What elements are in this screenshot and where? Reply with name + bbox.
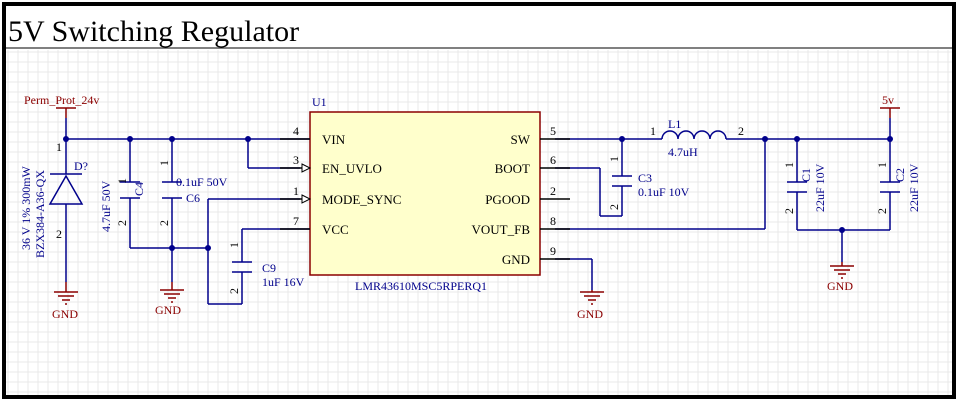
pin-num-vin: 4 bbox=[293, 124, 299, 138]
capacitor-c4[interactable]: 1 2 C4 4.7uF 50V bbox=[99, 172, 146, 232]
l1-pin1: 1 bbox=[650, 124, 656, 138]
pin-name-boot: BOOT bbox=[495, 161, 530, 176]
pin-num-boot: 6 bbox=[550, 153, 556, 167]
capacitor-c1[interactable]: 1 2 C1 22uF 10V bbox=[782, 162, 827, 214]
c4-designator: C4 bbox=[132, 182, 146, 196]
c6-value: 0.1uF 50V bbox=[176, 175, 228, 189]
power-output-label: 5v bbox=[882, 93, 894, 107]
gnd-label-input-caps: GND bbox=[155, 303, 181, 317]
gnd-label-ic: GND bbox=[577, 307, 603, 321]
ic-u1[interactable]: U1 LMR43610MSC5RPERQ1 4 VIN 3 EN_UVLO 1 … bbox=[280, 95, 570, 293]
c2-designator: C2 bbox=[893, 168, 907, 182]
c2-pin2: 2 bbox=[875, 208, 889, 214]
pin-name-vin: VIN bbox=[322, 132, 346, 147]
pin-num-pgood: 2 bbox=[550, 184, 556, 198]
c3-designator: C3 bbox=[638, 171, 652, 185]
pin-name-vcc: VCC bbox=[322, 222, 349, 237]
gnd-label-diode: GND bbox=[52, 307, 78, 321]
c6-pin2: 2 bbox=[157, 220, 171, 226]
c3-pin2: 2 bbox=[607, 204, 621, 210]
pin-num-vout-fb: 8 bbox=[550, 214, 556, 228]
ground-symbol-ic: GND bbox=[577, 290, 604, 321]
pin-name-mode-sync: MODE_SYNC bbox=[322, 192, 401, 207]
pin-name-en-uvlo: EN_UVLO bbox=[322, 161, 382, 176]
pin-name-pgood: PGOOD bbox=[485, 192, 530, 207]
capacitor-c6[interactable]: 1 2 C6 0.1uF 50V bbox=[157, 160, 228, 226]
c1-value: 22uF 10V bbox=[813, 163, 827, 212]
power-input-label: Perm_Prot_24v bbox=[24, 93, 99, 107]
sheet-border bbox=[2, 2, 956, 399]
c9-value: 1uF 16V bbox=[262, 275, 305, 289]
c6-pin1: 1 bbox=[157, 160, 171, 166]
inductor-l1[interactable]: L1 4.7uH 1 2 bbox=[650, 117, 744, 159]
pin-num-en-uvlo: 3 bbox=[293, 153, 299, 167]
l1-value: 4.7uH bbox=[668, 145, 698, 159]
c2-value: 22uF 10V bbox=[907, 163, 921, 212]
background-grid bbox=[6, 50, 952, 395]
pin-name-sw: SW bbox=[511, 132, 531, 147]
ic-part-number: LMR43610MSC5RPERQ1 bbox=[355, 279, 487, 293]
c9-designator: C9 bbox=[262, 261, 276, 275]
c4-pin1: 1 bbox=[115, 178, 129, 184]
c6-designator: C6 bbox=[186, 191, 200, 205]
l1-designator: L1 bbox=[668, 117, 681, 131]
diode-pin-bottom: 2 bbox=[56, 227, 62, 241]
zener-diode[interactable]: D? 1 2 36 V 1% 300mW BZX384-A36-QX bbox=[19, 140, 88, 258]
capacitor-c3[interactable]: 1 2 C3 0.1uF 10V bbox=[607, 156, 690, 210]
power-port-input[interactable]: Perm_Prot_24v bbox=[24, 93, 99, 118]
c4-pin2: 2 bbox=[115, 220, 129, 226]
diode-part: BZX384-A36-QX bbox=[33, 170, 47, 258]
c1-designator: C1 bbox=[799, 168, 813, 182]
c9-pin2: 2 bbox=[227, 288, 241, 294]
pin-num-mode-sync: 1 bbox=[293, 184, 299, 198]
c2-pin1: 1 bbox=[875, 162, 889, 168]
junctions bbox=[63, 136, 893, 251]
capacitor-c2[interactable]: 1 2 C2 22uF 10V bbox=[875, 162, 921, 214]
c1-pin2: 2 bbox=[782, 208, 796, 214]
pin-num-vcc: 7 bbox=[293, 214, 299, 228]
c1-pin1: 1 bbox=[782, 162, 796, 168]
capacitor-c9[interactable]: 1 2 C9 1uF 16V bbox=[227, 242, 305, 294]
ic-designator: U1 bbox=[312, 95, 327, 109]
ground-symbol-input-caps: GND bbox=[155, 282, 184, 317]
c9-pin1: 1 bbox=[227, 242, 241, 248]
c3-value: 0.1uF 10V bbox=[638, 185, 690, 199]
pin-name-gnd: GND bbox=[502, 252, 530, 267]
ground-symbol-diode: GND bbox=[52, 282, 78, 321]
c3-pin1: 1 bbox=[607, 156, 621, 162]
sheet-title: 5V Switching Regulator bbox=[8, 15, 299, 48]
ground-symbol-output-caps: GND bbox=[827, 262, 854, 293]
power-port-output[interactable]: 5v bbox=[880, 93, 900, 118]
l1-pin2: 2 bbox=[738, 124, 744, 138]
pin-num-sw: 5 bbox=[550, 124, 556, 138]
pin-num-gnd: 9 bbox=[550, 244, 556, 258]
c4-value: 4.7uF 50V bbox=[99, 180, 113, 232]
diode-pin-top: 1 bbox=[56, 140, 62, 154]
diode-value: 36 V 1% 300mW bbox=[19, 165, 33, 250]
diode-designator: D? bbox=[74, 159, 88, 173]
pin-name-vout-fb: VOUT_FB bbox=[471, 222, 530, 237]
gnd-label-output-caps: GND bbox=[827, 279, 853, 293]
